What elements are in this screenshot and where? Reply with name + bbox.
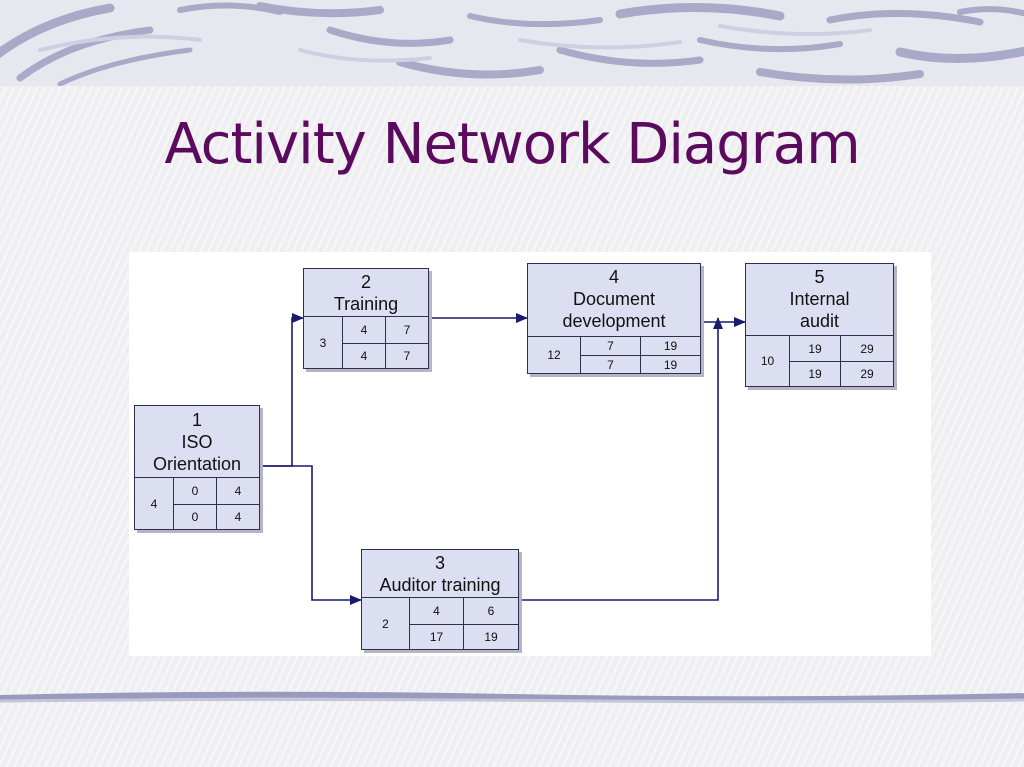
- brush-stroke-pattern: [0, 2, 1024, 86]
- edge-1-to-3: [259, 465, 362, 605]
- node-name-line: Training: [333, 294, 399, 314]
- decorative-bottom-stripe: [0, 691, 1024, 704]
- node-number: 1: [191, 410, 202, 430]
- node-duration: 12: [547, 348, 561, 362]
- node-early-finish: 6: [463, 598, 518, 624]
- node-early-start: 4: [342, 317, 385, 343]
- node-name-line: Internal: [789, 289, 850, 309]
- edge-1-to-2: [259, 313, 304, 467]
- node-late-finish: 19: [463, 623, 518, 649]
- slide-title: Activity Network Diagram: [164, 112, 860, 177]
- node-late-finish: 29: [840, 361, 893, 386]
- activity-node-1[interactable]: 1 ISO Orientation 4 0 4 0 4: [134, 405, 260, 530]
- node-late-start: 0: [173, 503, 216, 529]
- node-late-start: 19: [789, 361, 840, 386]
- activity-node-2[interactable]: 2 Training 3 4 7 4 7: [303, 268, 429, 369]
- node-name-line: Auditor training: [379, 575, 501, 595]
- node-early-start: 4: [409, 598, 463, 624]
- node-late-finish: 4: [216, 503, 259, 529]
- node-duration: 4: [150, 496, 158, 511]
- node-late-finish: 19: [640, 355, 700, 373]
- node-duration: 10: [760, 354, 775, 368]
- node-early-finish: 29: [840, 336, 893, 361]
- edge-3-to-5: [518, 317, 723, 601]
- node-name-line: development: [562, 311, 666, 331]
- node-early-finish: 7: [385, 317, 428, 343]
- node-schedule-grid: 3 4 7 4 7: [304, 316, 428, 368]
- node-early-start: 19: [789, 336, 840, 361]
- decorative-top-band: [0, 0, 1024, 86]
- node-number: 5: [814, 267, 825, 287]
- node-name-line: Document: [572, 289, 656, 309]
- node-name-line: ISO: [181, 432, 213, 452]
- node-late-start: 7: [580, 355, 640, 373]
- node-late-finish: 7: [385, 342, 428, 368]
- node-number: 2: [360, 272, 371, 292]
- node-name-line: Orientation: [152, 454, 242, 474]
- node-number: 4: [608, 267, 619, 287]
- node-duration: 2: [382, 616, 389, 631]
- node-schedule-grid: 10 19 29 19 29: [746, 335, 893, 386]
- activity-node-3[interactable]: 3 Auditor training 2 4 6 17 19: [361, 549, 519, 650]
- node-early-finish: 19: [640, 337, 700, 355]
- node-name-line: audit: [799, 311, 840, 331]
- node-early-start: 7: [580, 337, 640, 355]
- activity-node-4[interactable]: 4 Document development 12 7 19 7 19: [527, 263, 701, 374]
- node-schedule-grid: 12 7 19 7 19: [528, 336, 700, 373]
- node-early-start: 0: [173, 478, 216, 504]
- node-late-start: 4: [342, 342, 385, 368]
- node-early-finish: 4: [216, 478, 259, 504]
- node-late-start: 17: [409, 623, 463, 649]
- activity-node-5[interactable]: 5 Internal audit 10 19 29 19 29: [745, 263, 894, 387]
- node-schedule-grid: 4 0 4 0 4: [135, 477, 259, 529]
- node-duration: 3: [319, 335, 327, 350]
- node-schedule-grid: 2 4 6 17 19: [362, 597, 518, 649]
- node-number: 3: [434, 553, 445, 573]
